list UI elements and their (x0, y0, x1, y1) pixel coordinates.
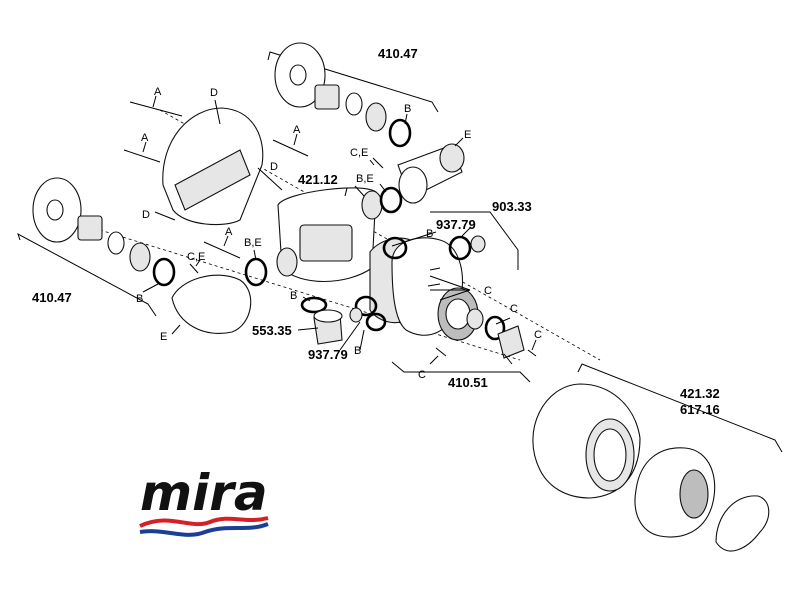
seat-assembly (300, 295, 387, 345)
washer-top (345, 92, 363, 116)
letter-ce-2: C,E (187, 251, 205, 263)
o-ring-left-b (152, 257, 176, 287)
letter-a-1: A (154, 86, 162, 98)
screw-top-ce (372, 157, 384, 169)
letter-c-4: C (418, 369, 426, 381)
label-937-79-top: 937.79 (436, 217, 476, 232)
label-617-16: 617.16 (680, 402, 720, 417)
label-903-33: 903.33 (492, 199, 532, 214)
letter-a-3: A (293, 124, 301, 136)
letter-e-2: E (160, 331, 167, 343)
letter-a-2: A (141, 132, 149, 144)
top-trim-assembly (274, 42, 465, 204)
letter-be-1: B,E (356, 173, 374, 185)
pins-a (123, 95, 309, 259)
leader-lines (142, 113, 537, 365)
letter-d-1: D (210, 87, 218, 99)
label-937-79-bottom: 937.79 (308, 347, 348, 362)
cartridge-assembly (369, 235, 537, 359)
o-ring-937-79-bottom (354, 295, 378, 317)
label-553-35: 553.35 (252, 323, 292, 338)
nut-top (365, 102, 387, 132)
bracket-903-33 (430, 211, 519, 270)
letter-be-2: B,E (244, 237, 262, 249)
o-ring-cartridge-c (484, 315, 506, 341)
letter-c-2: C (510, 303, 518, 315)
screw-left-ce (189, 263, 199, 274)
right-trim-assembly (532, 383, 770, 552)
valve-body (244, 185, 403, 287)
o-ring-top-b (388, 118, 412, 148)
bracket-410-47-left (17, 232, 157, 317)
part-labels: 410.47 410.47 421.12 903.33 937.79 937.7… (32, 46, 720, 417)
washer-left (107, 231, 125, 255)
o-ring-body-be-left (244, 257, 268, 287)
letter-b-2: B (136, 293, 143, 305)
housing-d (154, 99, 283, 226)
letter-c-1: C (484, 285, 492, 297)
cap-hub (497, 325, 525, 359)
o-ring-cartridge-b (382, 236, 408, 260)
bracket-410-51 (391, 361, 531, 383)
label-410-47-top: 410.47 (378, 46, 418, 61)
letter-ce-1: C,E (350, 147, 368, 159)
label-410-47-left: 410.47 (32, 290, 72, 305)
letter-d-3: D (142, 209, 150, 221)
label-421-12: 421.12 (298, 172, 338, 187)
letter-d-2: D (270, 161, 278, 173)
spacer-left (77, 215, 103, 241)
plug-903-33 (470, 235, 486, 253)
logo-text: mira (140, 464, 268, 522)
letter-b-3: B (290, 290, 297, 302)
knob-cap (715, 495, 770, 552)
letter-c-3: C (534, 329, 542, 341)
letter-a-4: A (225, 226, 233, 238)
letter-b-5: B (426, 228, 433, 240)
nut-left (129, 242, 151, 272)
bracket-410-47-top (267, 51, 439, 113)
cap-left-e (171, 274, 252, 334)
mira-logo: mira (139, 464, 269, 537)
logo-wave-red (139, 516, 269, 528)
o-ring-937-79-top (448, 235, 472, 261)
label-421-32: 421.32 (680, 386, 720, 401)
o-ring-body-be-right (379, 186, 403, 214)
letter-b-1: B (404, 103, 411, 115)
letter-e-1: E (464, 129, 471, 141)
o-ring-seat-b (300, 296, 328, 314)
bracket-421-32 (577, 363, 783, 453)
spacer-top (314, 84, 340, 110)
label-410-51: 410.51 (448, 375, 488, 390)
letter-b-4: B (354, 345, 361, 357)
logo-wave-blue (139, 522, 269, 537)
left-trim-assembly (32, 177, 252, 334)
